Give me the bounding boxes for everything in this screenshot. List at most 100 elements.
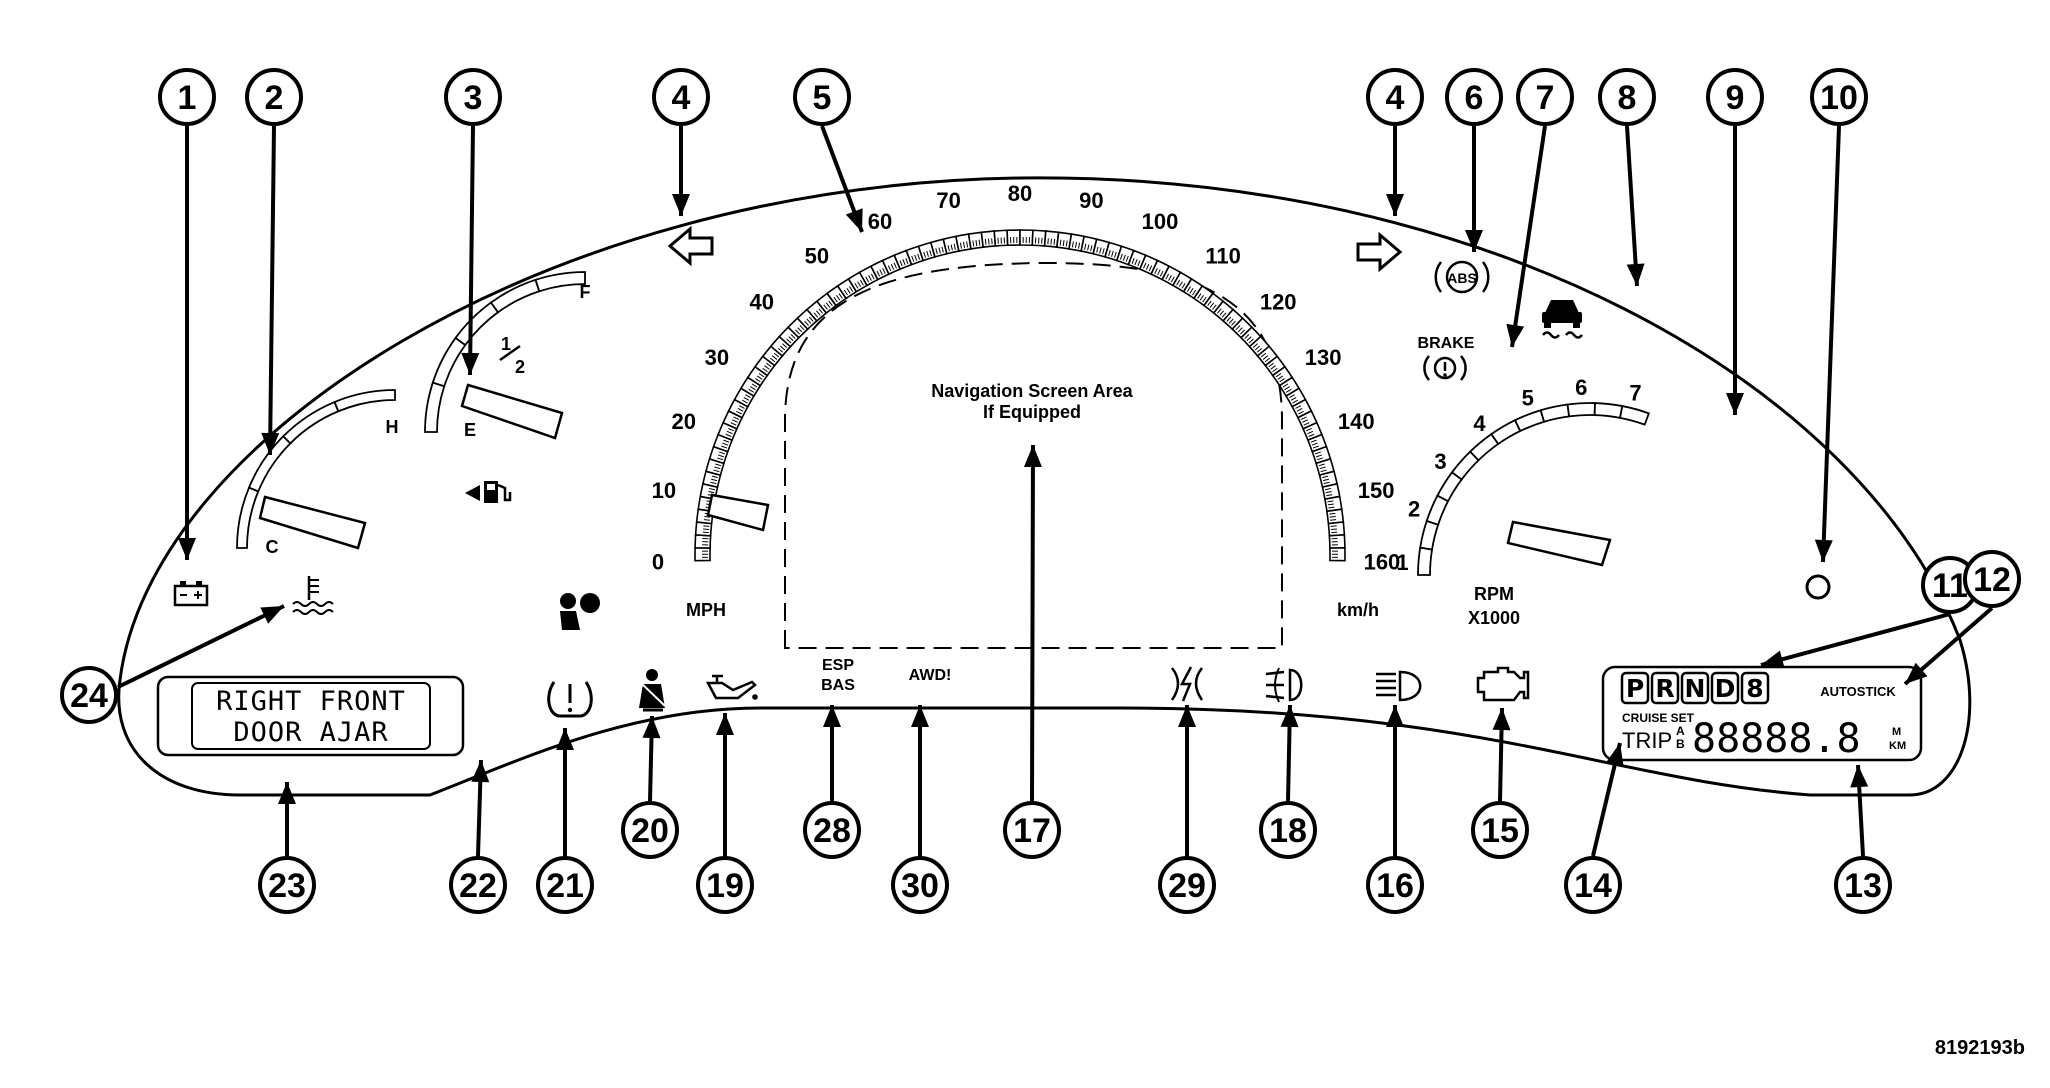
battery-icon <box>173 581 209 607</box>
speedometer-minor-tick <box>859 279 864 286</box>
speedometer-minor-tick <box>788 336 794 342</box>
callout-arrowhead <box>261 432 280 455</box>
odometer-readout: 88888.8 <box>1692 716 1861 762</box>
speedometer-minor-tick <box>1087 244 1090 251</box>
speedometer-tick-label: 110 <box>1205 243 1241 268</box>
speedometer-minor-tick <box>715 463 722 467</box>
speedometer-minor-tick <box>1302 419 1309 423</box>
speedometer-minor-tick <box>751 383 758 388</box>
speedometer-minor-tick <box>1279 378 1285 383</box>
speedometer-minor-tick <box>1307 430 1314 435</box>
temperature-gauge: C H <box>236 389 399 557</box>
speedometer-minor-tick <box>876 270 881 277</box>
callout-arrowhead <box>1761 650 1785 668</box>
speedometer-minor-tick <box>1216 308 1222 314</box>
speedometer-minor-tick <box>1319 466 1326 470</box>
callout-number: 29 <box>1168 867 1206 905</box>
callout-circle <box>444 68 502 126</box>
speedometer-minor-tick <box>1134 259 1138 266</box>
callout-leader-line <box>268 125 276 456</box>
speedometer-minor-tick <box>1059 239 1062 246</box>
callout-circle <box>449 856 507 914</box>
callout-number: 21 <box>546 867 584 905</box>
speedometer-minor-tick <box>1122 254 1126 261</box>
speedometer-minor-tick <box>1102 248 1105 255</box>
speedometer-minor-tick <box>733 416 740 420</box>
odometer-unit-km: KM <box>1889 740 1906 752</box>
speedometer-minor-tick <box>1254 345 1261 351</box>
tachometer-band-segment <box>1619 405 1650 426</box>
speedometer-unit-kmh: km/h <box>1337 600 1379 620</box>
speedometer-minor-tick <box>1071 241 1074 248</box>
gear-letter: N <box>1685 674 1706 703</box>
speedometer-minor-tick <box>782 343 788 348</box>
speedometer-minor-tick <box>1322 475 1329 479</box>
speedometer-minor-tick <box>1111 250 1114 257</box>
speedometer-minor-tick <box>1209 302 1215 308</box>
speedometer-minor-tick <box>953 243 956 250</box>
callout-arrowhead <box>1178 705 1196 727</box>
speedometer-minor-tick <box>890 264 895 270</box>
speedometer-minor-tick <box>703 519 710 521</box>
callout-arrowhead <box>1726 393 1744 415</box>
speedometer-minor-tick <box>1264 357 1271 363</box>
speedometer-minor-tick <box>1316 457 1323 461</box>
message-center-line2: DOOR AJAR <box>233 717 388 748</box>
speedometer-minor-tick <box>868 275 872 281</box>
gear-letter: P <box>1626 674 1644 703</box>
speedometer-minor-tick <box>1244 334 1250 339</box>
callout-number: 12 <box>1973 561 2011 599</box>
speedometer-minor-tick <box>887 265 892 272</box>
speedometer-minor-tick <box>1290 396 1297 401</box>
callout-arrowhead <box>1465 230 1483 252</box>
callout-number: 2 <box>265 79 284 117</box>
callout-leader-line <box>1821 125 1841 563</box>
speedometer-minor-tick <box>1084 243 1087 250</box>
speedometer-minor-tick <box>708 491 715 494</box>
speedometer-minor-tick <box>966 241 969 248</box>
speedometer-minor-tick <box>1226 316 1232 322</box>
speedometer-tick-label: 30 <box>705 345 729 370</box>
callout-circle <box>1158 856 1216 914</box>
left-turn-signal-icon <box>667 225 714 267</box>
message-center-line1: RIGHT FRONT <box>216 686 406 717</box>
speedometer-minor-tick <box>723 439 730 443</box>
bas-indicator-label: BAS <box>821 677 855 694</box>
callout-number: 4 <box>1386 79 1405 117</box>
speedometer-tick-label: 10 <box>652 478 676 503</box>
speedometer-minor-tick <box>914 254 918 261</box>
speedometer-minor-tick <box>1275 372 1282 378</box>
speedometer-minor-tick <box>804 320 809 326</box>
speedometer-tick-label: 80 <box>1008 181 1032 206</box>
speedometer-minor-tick <box>728 427 734 432</box>
speedometer-minor-tick <box>1053 238 1056 245</box>
speedometer-minor-tick <box>714 466 721 470</box>
speedometer-minor-tick <box>984 238 987 245</box>
speedometer-minor-tick <box>1186 286 1191 292</box>
speedometer-minor-tick <box>737 408 744 412</box>
callout-number: 10 <box>1820 79 1858 117</box>
speedometer-minor-tick <box>1328 506 1335 509</box>
cruise-set-label: CRUISE SET <box>1622 711 1695 725</box>
tachometer-tick-label: 5 <box>1522 386 1534 411</box>
callout-arrowhead <box>1386 705 1404 727</box>
speedometer-minor-tick <box>1159 270 1164 277</box>
speedometer-minor-tick <box>975 239 978 247</box>
tachometer-band-segment <box>1419 519 1440 551</box>
callout-circle <box>1003 801 1061 859</box>
speedometer-minor-tick <box>1300 416 1307 420</box>
speedometer-tick-label: 0 <box>652 549 664 574</box>
abs-warning-label: ABS <box>1447 270 1477 286</box>
speedometer-minor-tick <box>748 388 755 393</box>
callout-number: 11 <box>1932 567 1968 605</box>
callout-number: 8 <box>1618 79 1637 117</box>
speedometer-minor-tick <box>1154 267 1158 274</box>
speedometer-minor-tick <box>1176 279 1181 286</box>
tachometer-band-segment <box>1593 402 1624 419</box>
